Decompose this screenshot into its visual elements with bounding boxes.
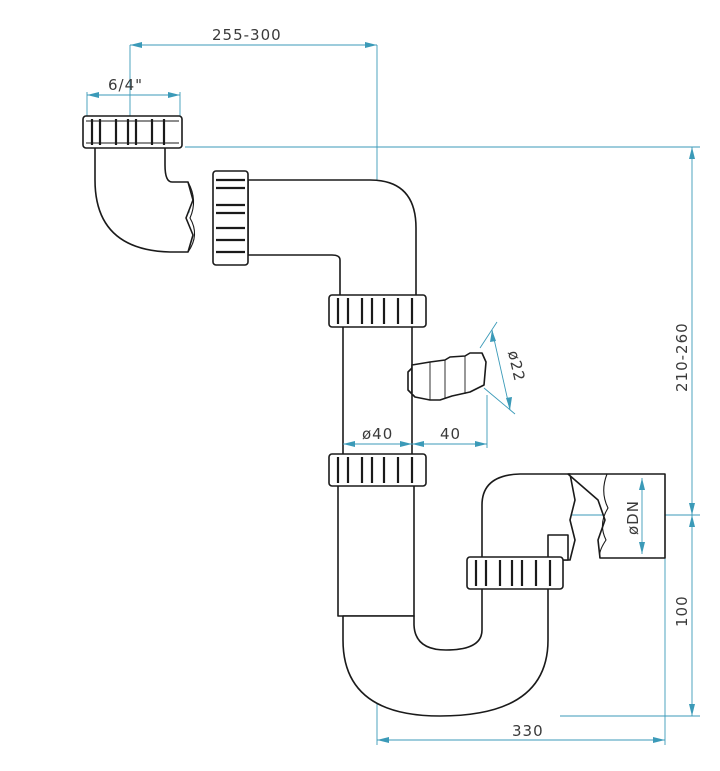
dim-width-span-label: 255-300 bbox=[212, 26, 282, 44]
side-spigot bbox=[407, 352, 487, 401]
upper-tube-nut bbox=[328, 294, 427, 328]
dim-width-span: 255-300 bbox=[130, 26, 377, 48]
outlet-elbow bbox=[481, 473, 666, 561]
dim-tube-diameter-label: ø40 bbox=[362, 425, 393, 443]
dim-outlet-height: 100 bbox=[673, 515, 695, 716]
dim-total-height-label: 210-260 bbox=[673, 322, 691, 392]
dim-outlet-length: 330 bbox=[377, 722, 665, 743]
dim-side-spigot-offset: 40 bbox=[412, 425, 487, 447]
outlet-nut bbox=[466, 556, 564, 590]
inlet-elbow bbox=[94, 146, 196, 253]
dim-tube-diameter: ø40 bbox=[343, 425, 412, 447]
dim-side-spigot-offset-label: 40 bbox=[440, 425, 461, 443]
arm-nut bbox=[212, 170, 249, 266]
dim-outlet-height-label: 100 bbox=[673, 595, 691, 627]
dim-inlet-thread: 6/4" bbox=[87, 76, 180, 98]
lower-tube-nut bbox=[328, 453, 427, 487]
dim-inlet-thread-label: 6/4" bbox=[108, 76, 143, 94]
dim-side-spigot-diameter-label: ø22 bbox=[504, 349, 529, 384]
dim-outlet-diameter-label: øDN bbox=[624, 500, 642, 535]
trap-bowl bbox=[342, 587, 549, 717]
dim-outlet-diameter: øDN bbox=[624, 478, 645, 554]
dim-total-height: 210-260 bbox=[673, 147, 695, 515]
horizontal-arm bbox=[247, 179, 417, 301]
inlet-nut bbox=[82, 115, 183, 149]
dim-outlet-length-label: 330 bbox=[512, 722, 544, 740]
